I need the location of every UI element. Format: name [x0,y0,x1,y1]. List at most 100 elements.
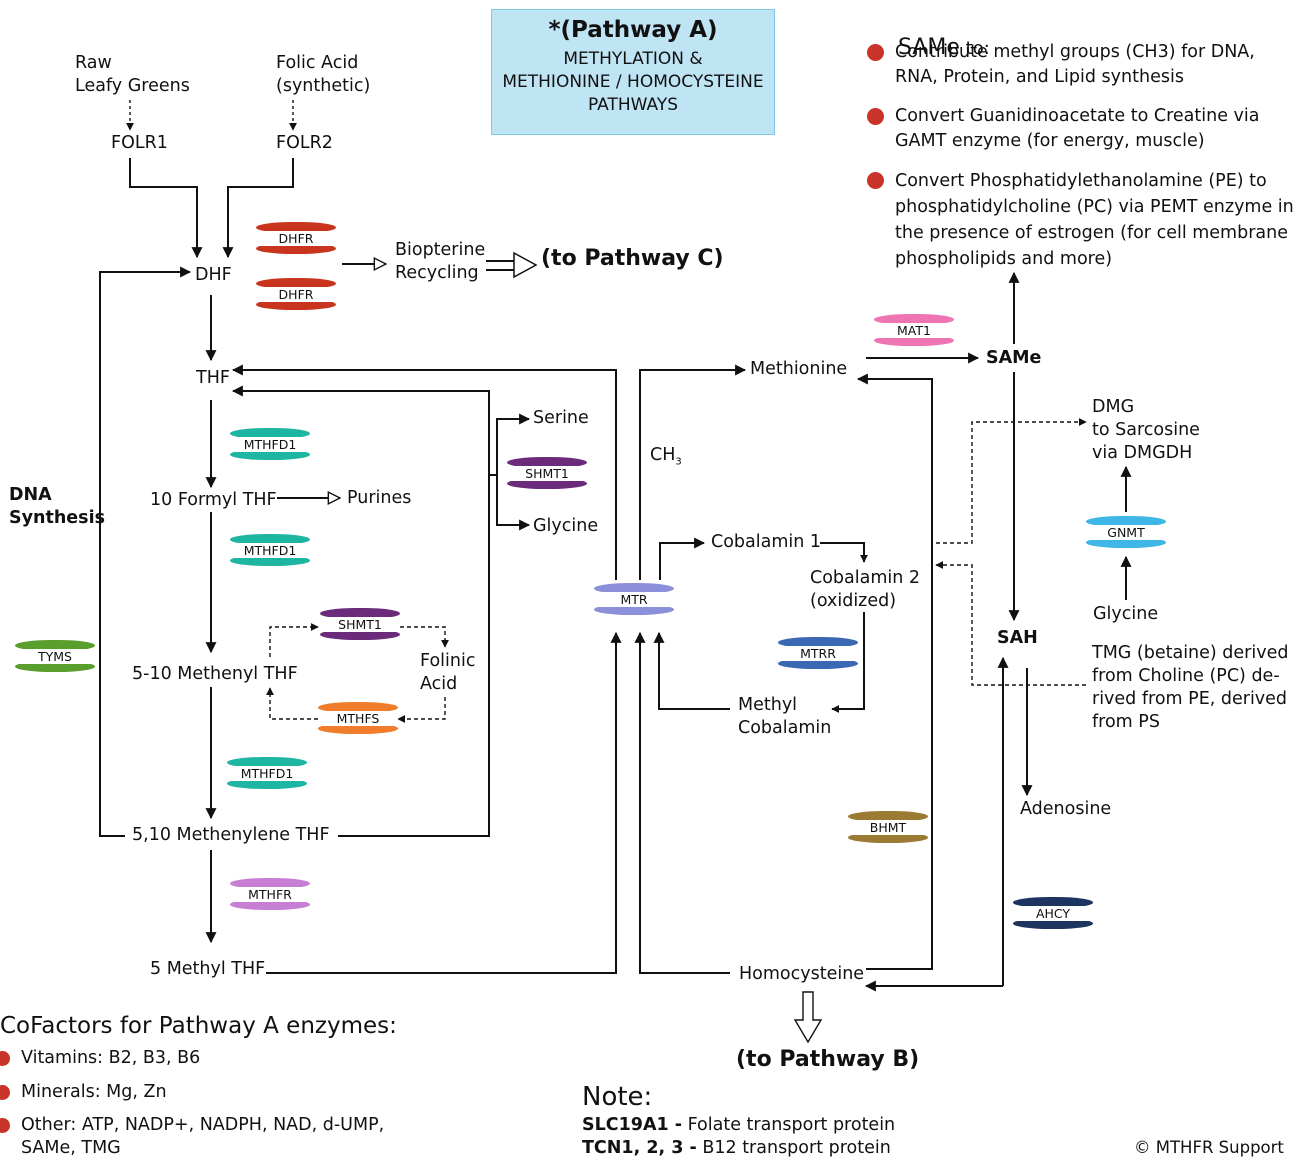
enzyme-mthfd1-2-bar-bottom [230,555,310,566]
enzyme-shmt1-2-bar-top [320,608,400,619]
edge-dmg-dashed [936,418,1087,544]
cofactor-minerals: Minerals: Mg, Zn [21,1082,167,1102]
node-biopterine: Biopterine Recycling [395,240,486,283]
note-slc19a1-key: SLC19A1 - [582,1115,683,1135]
enzyme-gnmt-bar-top [1086,516,1166,527]
node-to-pathway-b: (to Pathway B) [736,1047,920,1072]
enzyme-mtr-bar-bottom [594,604,674,615]
node-dmg: DMG to Sarcosine via DMGDH [1092,397,1200,463]
cofactors-title: CoFactors for Pathway A enzymes: [0,1013,397,1039]
bullet-icon [0,1051,10,1066]
node-methyl-cobalamin: Methyl Cobalamin [738,695,832,738]
edge-tmg-dashed [935,561,1086,686]
enzyme-mthfr-bar-bottom [230,899,310,910]
enzyme-dhfr-2-bar-top [256,278,336,289]
same-item-2: Convert Guanidinoacetate to Creatine via… [895,106,1260,151]
enzyme-mthfd1-2-bar-top [230,534,310,545]
cofactor-other: Other: ATP, NADP+, NADPH, NAD, d-UMP, SA… [21,1115,385,1158]
node-raw-greens: Raw Leafy Greens [75,53,190,96]
edge-homocysteine-pathb [793,991,823,1044]
enzyme-mtrr: MTRR [778,637,858,669]
edge-branch-serine [489,413,531,476]
node-ch3: CH3 [650,444,682,474]
enzyme-shmt1-bar-top [507,457,587,468]
node-cobalamin2: Cobalamin 2 (oxidized) [810,568,921,611]
pathway-title: *(Pathway A) [548,17,718,43]
edge-branch-glycine [496,475,531,531]
cofactor-vitamins: Vitamins: B2, B3, B6 [21,1048,201,1068]
node-glycine-left: Glycine [533,516,599,536]
edge-mthfs-methenyl [266,687,318,720]
enzyme-mthfr: MTHFR [230,878,310,910]
enzyme-bhmt-label: BHMT [848,820,928,835]
enzyme-shmt1: SHMT1 [507,457,587,489]
enzyme-tyms-bar-bottom [15,661,95,672]
enzyme-mtrr-bar-top [778,637,858,648]
same-item-3: Convert Phosphatidylethanolamine (PE) to… [895,171,1294,269]
enzyme-gnmt-label: GNMT [1086,525,1166,540]
enzyme-mtr: MTR [594,583,674,615]
node-dna-synthesis: DNA Synthesis [9,485,105,528]
enzyme-bhmt-bar-bottom [848,832,928,843]
enzyme-mthfd1-3-bar-bottom [227,778,307,789]
node-formyl-thf: 10 Formyl THF [150,490,277,510]
bullet-icon [0,1118,10,1133]
edge-methylene-thf [231,385,490,837]
edge-folr2-dhf [222,158,294,259]
same-item-1: Contribute methyl groups (CH3) for DNA, … [895,42,1255,87]
enzyme-mtr-label: MTR [594,592,674,607]
enzyme-gnmt: GNMT [1086,516,1166,548]
enzyme-dhfr: DHFR [256,222,336,254]
enzyme-mthfs-bar-top [318,702,398,713]
enzyme-dhfr-2: DHFR [256,278,336,310]
edge-shmt1-folinic [400,626,449,648]
edge-biopterine-pathc-head [513,251,538,279]
enzyme-mat1-label: MAT1 [874,323,954,338]
enzyme-ahcy: AHCY [1013,897,1093,929]
note-slc19a1-value: Folate transport protein [682,1115,896,1135]
enzyme-mtrr-label: MTRR [778,646,858,661]
enzyme-dhfr-2-bar-bottom [256,299,336,310]
pathway-header-box: *(Pathway A) METHYLATION & METHIONINE / … [491,9,775,135]
node-ch3-sub: 3 [675,456,682,468]
edge-cob2-methylcob [831,612,865,713]
enzyme-dhfr-bar-bottom [256,243,336,254]
edge-methylene-dhf [99,266,192,837]
enzyme-ahcy-bar-top [1013,897,1093,908]
node-homocysteine: Homocysteine [739,964,865,984]
node-methenyl-thf: 5-10 Methenyl THF [132,664,298,684]
enzyme-mthfd1-3-label: MTHFD1 [227,766,307,781]
edge-homocysteine-methionine [856,373,933,970]
enzyme-shmt1-label: SHMT1 [507,466,587,481]
enzyme-mtrr-bar-bottom [778,658,858,669]
enzyme-mthfd1-bar-top [230,428,310,439]
enzyme-mthfd1-2-label: MTHFD1 [230,543,310,558]
edge-methenyl-shmt1 [269,623,319,657]
enzyme-ahcy-label: AHCY [1013,906,1093,921]
enzyme-mthfd1-2: MTHFD1 [230,534,310,566]
enzyme-dhfr-2-label: DHFR [256,287,336,302]
node-sah: SAH [997,628,1038,648]
node-to-pathway-c: (to Pathway C) [541,246,724,271]
note-title: Note: [582,1082,653,1112]
node-cobalamin1: Cobalamin 1 [711,532,822,552]
node-same: SAMe [986,348,1042,368]
enzyme-mthfs-label: MTHFS [318,711,398,726]
note-tcn-key: TCN1, 2, 3 - [582,1138,697,1158]
edge-cob1-cob2 [820,542,868,563]
bullet-icon [867,44,884,61]
node-methylene-thf: 5,10 Methenylene THF [132,825,330,845]
enzyme-mat1-bar-top [874,314,954,325]
node-tmg: TMG (betaine) derived from Choline (PC) … [1092,643,1289,732]
enzyme-mthfd1-3-bar-top [227,757,307,768]
enzyme-dhfr-bar-top [256,222,336,233]
node-methyl-thf: 5 Methyl THF [150,959,266,979]
bullet-icon [0,1085,10,1100]
enzyme-dhfr-label: DHFR [256,231,336,246]
edge-methylcob-mtr [653,631,730,710]
enzyme-shmt1-2-label: SHMT1 [320,617,400,632]
node-folr2: FOLR2 [276,133,333,153]
node-dhf: DHF [195,265,232,285]
edge-mtr-thf [231,364,617,580]
